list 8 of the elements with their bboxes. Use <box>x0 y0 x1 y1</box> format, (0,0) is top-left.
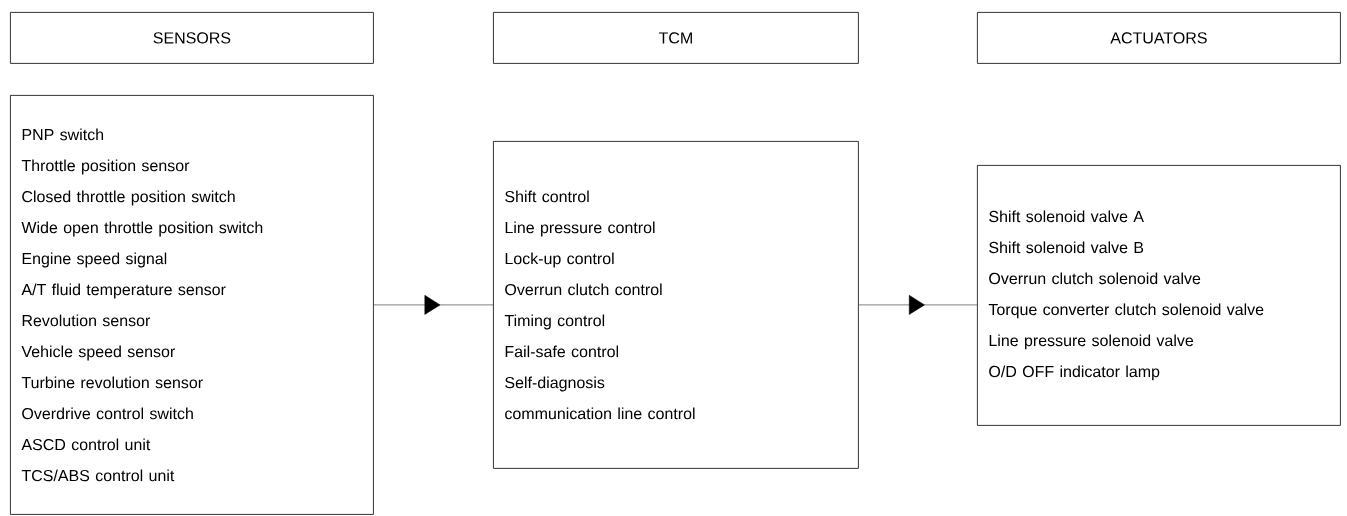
arrow <box>858 295 978 315</box>
list-box: Shift control Line pressure control Lock-up control Overrun clutch control Timing control Fail-safe control Self-diagnosis communication line control <box>493 141 859 469</box>
header-box: TCM <box>493 12 859 64</box>
header-box: ACTUATORS <box>977 12 1341 64</box>
list-box: PNP switch Throttle position sensor Closed throttle position switch Wide open throttle position switch Engine speed signal A/T fluid temperature sensor Revolution sensor Vehicle speed sensor Turbine revolution sensor Overdrive control switch ASCD control unit TCS/ABS control unit <box>10 95 374 515</box>
header-box: SENSORS <box>10 12 374 64</box>
arrow <box>373 295 494 315</box>
list-box: Shift solenoid valve A Shift solenoid valve B Overrun clutch solenoid valve Torque converter clutch solenoid valve Line pressure solenoid valve O/D OFF indicator lamp <box>977 165 1341 426</box>
